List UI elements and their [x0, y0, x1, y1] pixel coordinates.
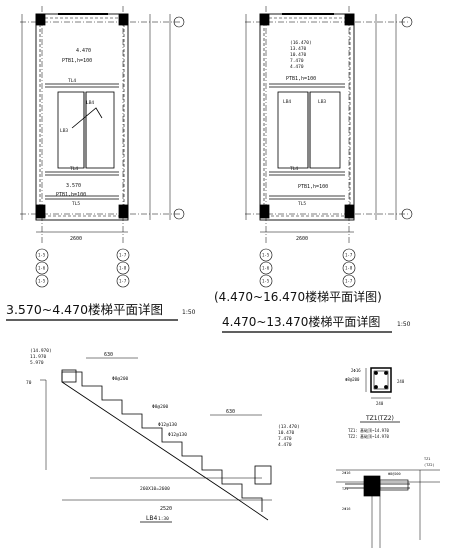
label-tl5-right: TL5	[298, 201, 306, 207]
tz1-rebar-b: Φ8@200	[345, 377, 360, 382]
sec-dim-left-small: 70	[26, 380, 32, 386]
axis-bubble-label: 1-8	[119, 266, 127, 271]
sec-rebar-1: Φ8@200	[112, 376, 129, 382]
joint-detail	[336, 469, 440, 548]
tz1-rebar-a: 2Φ16	[351, 368, 361, 373]
axis-bubble-label: 1-8	[345, 266, 353, 271]
joint-label-4: Φ8@200	[388, 472, 401, 476]
column-tz1-detail	[365, 367, 392, 399]
sec-dim-mid: 630	[226, 409, 235, 415]
sec-title: LB4	[146, 515, 157, 522]
axis-bubble-label: 1-5	[262, 253, 270, 258]
title-plan-right-1: (4.470~16.470楼梯平面详图)	[214, 289, 382, 304]
tz1-note-2: TZ2: 基础顶~14.970	[348, 433, 389, 439]
label-lb3-left: LB3	[60, 128, 68, 134]
label-elev-right-1: (16.470)	[290, 40, 312, 46]
label-ptb-left-2: PTB1,h=100	[56, 192, 86, 198]
dim-width-left: 2600	[70, 236, 82, 242]
title-plan-right-2: 4.470~13.470楼梯平面详图	[222, 314, 380, 329]
axis-bubble	[259, 261, 273, 275]
label-tl4-right: TL4	[290, 166, 298, 172]
sec-dim-top: 630	[104, 352, 113, 358]
label-ptb-right-1: PTB1,h=100	[286, 76, 316, 82]
sec-note-4: (13.470)	[278, 424, 300, 430]
sec-note-2: 11.970	[30, 354, 47, 360]
section-lb4	[40, 357, 272, 521]
axis-bubble-label: 1-7	[345, 279, 353, 284]
tz1-note-1: TZ1: 基础顶~14.970	[348, 427, 389, 433]
label-ptb-right-2: PTB1,h=100	[298, 184, 328, 190]
scale-plan-left: 1:50	[182, 309, 196, 316]
tz1-dim-h: 240	[397, 379, 405, 384]
axis-bubbles-left: 1-5 1-7 1-6 1-8 1-5 1-7	[35, 248, 130, 288]
axis-bubble-label: 1-5	[38, 279, 46, 284]
axis-bubble	[342, 248, 356, 262]
joint-label-6: (TZ2)	[424, 463, 435, 467]
label-elev-right-2: 13.470	[290, 46, 307, 52]
sec-dim-total: 2520	[160, 506, 172, 512]
axis-bubble-label: 1-5	[262, 279, 270, 284]
tz1-title: TZ1(TZ2)	[365, 415, 394, 422]
sec-rebar-2: Φ8@200	[152, 404, 169, 410]
sec-note-6: 7.470	[278, 436, 292, 442]
label-ptb-left-1: PTB1,h=100	[62, 58, 92, 64]
sec-note-7: 4.470	[278, 442, 292, 448]
plan-left	[20, 6, 180, 245]
axis-bubble-label: 1-7	[119, 253, 127, 258]
axis-bubble-label: 1-6	[262, 266, 270, 271]
tz1-dim-w: 240	[376, 401, 384, 406]
axis-bubble	[342, 274, 356, 288]
label-elev-right-3: 10.470	[290, 52, 307, 58]
label-lb4-right: LB4	[283, 99, 291, 105]
label-elev-right-4: 7.470	[290, 58, 304, 64]
sec-rebar-4: Φ12@130	[168, 432, 187, 438]
axis-bubble	[259, 274, 273, 288]
dim-width-right: 2600	[296, 236, 308, 242]
axis-bubble	[35, 261, 49, 275]
axis-bubble-label: 1-7	[119, 279, 127, 284]
sec-note-3: 5.970	[30, 360, 44, 366]
sec-note-1: (14.970)	[30, 348, 52, 354]
axis-bubble	[116, 274, 130, 288]
axis-bubbles-top	[173, 16, 413, 220]
scale-plan-right: 1:50	[397, 321, 411, 328]
axis-bubble	[259, 248, 273, 262]
title-plan-left: 3.570~4.470楼梯平面详图	[6, 302, 163, 317]
plan-right	[245, 6, 410, 245]
sec-dim-inner: 260X10=2600	[140, 486, 170, 492]
axis-bubble	[35, 274, 49, 288]
sec-scale: 1:30	[158, 516, 169, 522]
joint-label-2: TZ1	[342, 487, 348, 491]
axis-bubble	[35, 248, 49, 262]
axis-bubbles-right: 1-5 1-7 1-6 1-8 1-5 1-7	[259, 248, 356, 288]
axis-bubble	[116, 261, 130, 275]
axis-bubble	[116, 248, 130, 262]
label-elev-right-5: 4.470	[290, 64, 304, 70]
label-tl4b-left: TL4	[70, 166, 78, 172]
label-tl5-left: TL5	[72, 201, 80, 207]
axis-bubble-label: 1-7	[345, 253, 353, 258]
axis-bubble-label: 1-5	[38, 253, 46, 258]
sec-note-5: 10.470	[278, 430, 295, 436]
joint-label-1: 2Φ16	[342, 471, 350, 475]
joint-label-5: TZ1	[424, 457, 430, 461]
label-lb3-right: LB3	[318, 99, 326, 105]
joint-label-3: 2Φ16	[342, 507, 350, 511]
axis-bubble	[342, 261, 356, 275]
label-elev-left-2: 3.570	[66, 183, 81, 189]
axis-bubble-label: 1-6	[38, 266, 46, 271]
sec-rebar-3: Φ12@130	[158, 422, 177, 428]
label-elev-left-1: 4.470	[76, 48, 91, 54]
label-lb4-left: LB4	[86, 100, 94, 106]
label-tl4-left: TL4	[68, 78, 76, 84]
